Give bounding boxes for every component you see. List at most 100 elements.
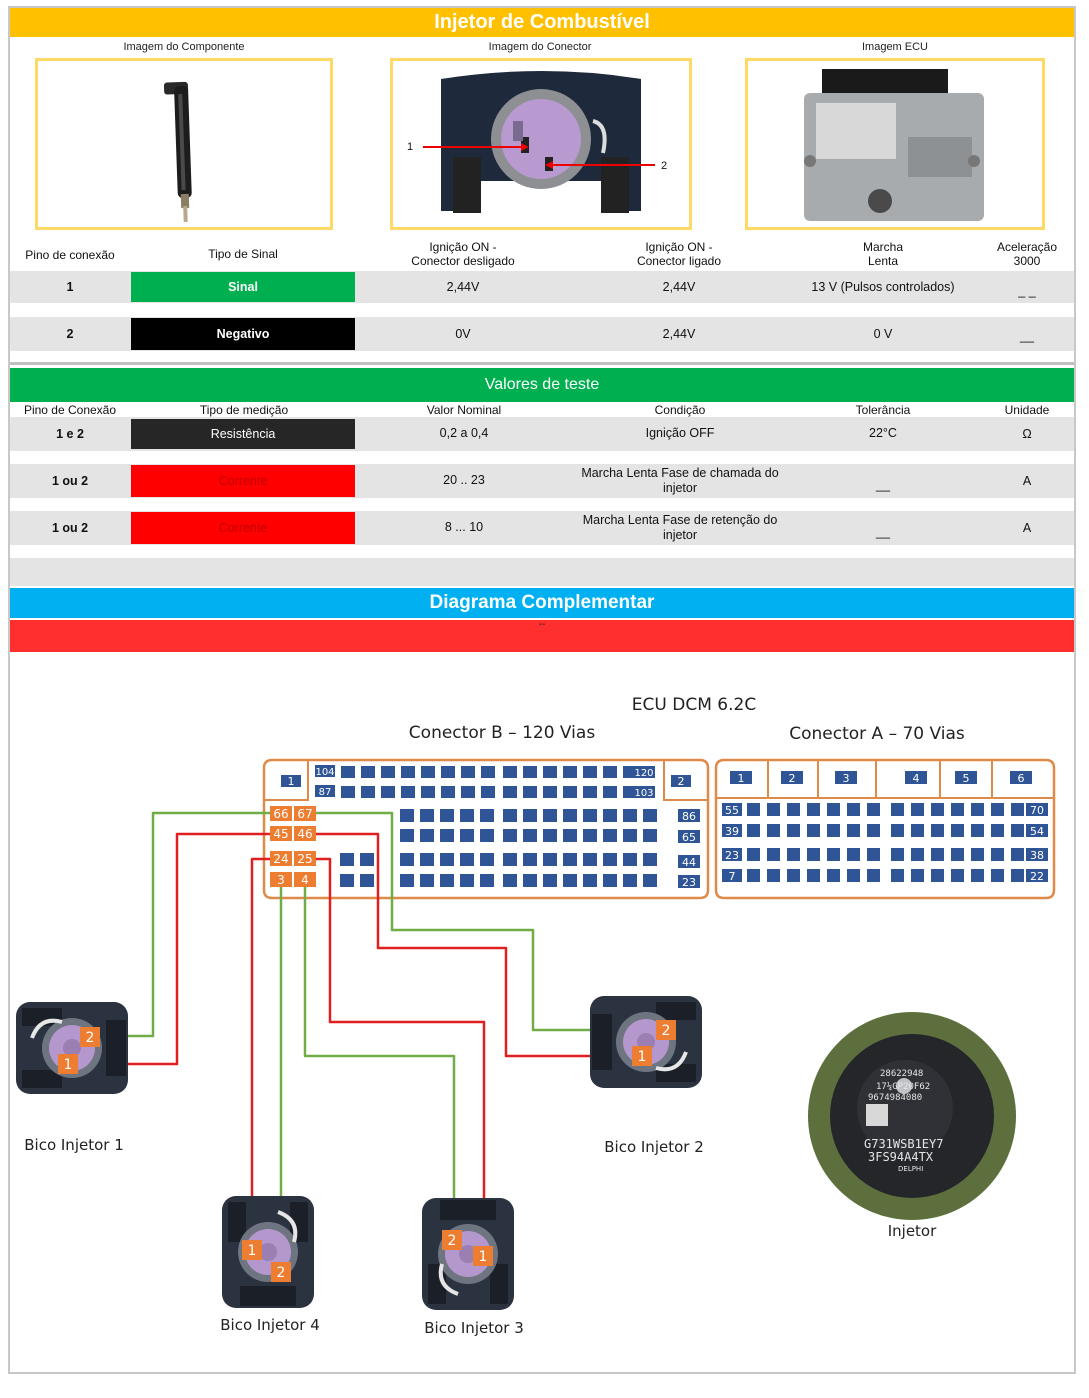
connector-a-right-box (1026, 869, 1048, 882)
test-row-3-condition: Marcha Lenta Fase de retenção do injetor (582, 513, 778, 542)
test-row-2-type: Corrente (131, 465, 355, 497)
connector-b-cavity (643, 829, 657, 842)
injector-1-pin-2: 2 (86, 1030, 95, 1046)
connector-a-left-box (722, 803, 742, 816)
connector-image: 1 2 (390, 58, 692, 230)
connector-b-num-87: 87 (319, 787, 332, 798)
test-header-pin: Pino de Conexão (23, 403, 117, 417)
connector-b-cavity (341, 786, 355, 798)
connector-a-cavity (807, 848, 820, 861)
connector-a-top-box (955, 771, 977, 784)
wire-66-injector1-pin2 (108, 811, 270, 1038)
connector-a-left-number: 7 (729, 870, 736, 883)
connector-pin-label-2: 2 (661, 160, 667, 172)
connector-b-cavity (440, 874, 454, 887)
connector-a-cavity (847, 848, 860, 861)
connector-b-cavity (603, 766, 617, 778)
connector-a-cavity (951, 848, 964, 861)
connector-b-cavity (603, 786, 617, 798)
connector-b-cavity (460, 853, 474, 866)
injector-photo-text-5: 3FS94A4TX (868, 1150, 934, 1164)
pins-row-2-signal: Negativo (131, 318, 355, 350)
connector-a-top-box (835, 771, 857, 784)
connector-b-cavity (480, 874, 494, 887)
connector-b-cavity (340, 853, 354, 866)
test-header-nominal: Valor Nominal (426, 403, 502, 417)
connector-b-cavity (480, 853, 494, 866)
ecu-image-caption: Imagem ECU (861, 41, 929, 53)
connector-a-cavity (767, 824, 780, 837)
connector-b-num-23: 23 (682, 876, 696, 889)
injector-photo-text-1: 28622948 (880, 1069, 923, 1079)
connector-a-right-box (1026, 824, 1048, 837)
connector-a-cavity (807, 869, 820, 882)
connector-b-cavity (481, 786, 495, 798)
connector-b-title: Conector B – 120 Vias (409, 723, 596, 743)
pins-row-2-accel: __ (1020, 329, 1034, 343)
connector-b-cavity (603, 874, 617, 887)
connector-a-cavity (991, 803, 1004, 816)
test-header-condition: Condição (654, 403, 706, 417)
wire-4-injector3-pin2 (303, 887, 456, 1232)
injector-3-pin-2: 2 (448, 1233, 457, 1249)
connector-b-cavity (563, 809, 577, 822)
connector-a-cavity (847, 824, 860, 837)
connector-b-cavity (460, 829, 474, 842)
pins-header-idle: Marcha Lenta (862, 240, 903, 268)
pin-67: 67 (297, 807, 312, 821)
connector-b-num-86: 86 (682, 810, 696, 823)
pins-row-1-signal: Sinal (131, 272, 355, 302)
pins-row-2-off: 0V (455, 327, 471, 341)
connector-b-cavity (523, 874, 537, 887)
pin-46: 46 (297, 827, 312, 841)
wire-45-injector1-pin1 (80, 832, 270, 1066)
connector-a-cavity (747, 803, 760, 816)
connector-a-cavity (827, 848, 840, 861)
connector-a-left-number: 23 (725, 849, 739, 862)
connector-a-left-box (722, 824, 742, 837)
connector-a-cavity (867, 869, 880, 882)
connector-b-number-1: 1 (288, 775, 295, 788)
connector-a-cavity (971, 869, 984, 882)
connector-b-cavity (441, 786, 455, 798)
connector-a-title: Conector A – 70 Vias (789, 724, 965, 744)
injector-2-connector: 2 1 (588, 994, 704, 1090)
connector-b-num-104: 104 (315, 767, 334, 778)
wire-24-injector4-pin1 (250, 857, 270, 1240)
pins-row-1-off: 2,44V (446, 280, 480, 294)
connector-a-cavity (807, 803, 820, 816)
connector-a-cavity (1011, 824, 1024, 837)
injector-3-label: Bico Injetor 3 (424, 1319, 524, 1337)
injector-photo-text-2: 17¼GP20F62 (876, 1082, 930, 1092)
pin-45: 45 (273, 827, 288, 841)
connector-b-num-65: 65 (682, 831, 696, 844)
connector-b-cavity (523, 786, 537, 798)
injector-4-pin-2: 2 (277, 1265, 286, 1281)
test-row-1-pin: 1 e 2 (56, 427, 84, 441)
connector-b-cavity (441, 766, 455, 778)
connector-b-cavity (381, 766, 395, 778)
pins-header-on: Ignição ON - Conector ligado (636, 240, 722, 268)
connector-b-cavity (563, 829, 577, 842)
connector-a-cavity (991, 848, 1004, 861)
connector-a-cavity (827, 803, 840, 816)
connector-b-cavity (603, 809, 617, 822)
injector-photo: 28622948 17¼GP20F62 9674984080 G731WSB1E… (808, 1012, 1016, 1220)
connector-b-cavity (420, 829, 434, 842)
connector-b-cavity (503, 786, 517, 798)
connector-a-top-box (905, 771, 927, 784)
component-image-caption: Imagem do Componente (123, 41, 245, 53)
connector-a-number: 2 (789, 772, 796, 785)
connector-b-cavity (543, 786, 557, 798)
test-row-1-unit: Ω (1022, 427, 1032, 441)
connector-b-cavity (440, 853, 454, 866)
test-row-1-tolerance: 22°C (869, 426, 897, 440)
pins-row-1-idle: 13 V (Pulsos controlados) (811, 280, 955, 294)
connector-a-left-number: 55 (725, 804, 739, 817)
connector-b-cavity (440, 809, 454, 822)
connector-b-cavity (340, 874, 354, 887)
connector-b-cavity (421, 786, 435, 798)
pins-header-pin: Pino de conexão (25, 248, 115, 262)
pins-row-1-accel: _ _ (1018, 284, 1036, 298)
pins-row-1-pin: 1 (66, 280, 74, 294)
